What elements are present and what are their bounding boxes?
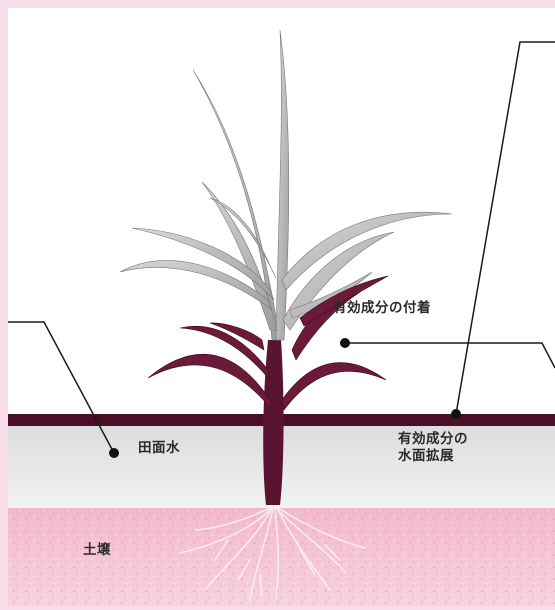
label-active-spread-line1: 有効成分の: [398, 431, 468, 447]
label-active-spread-line2: 水面拡展: [398, 447, 454, 464]
soil-texture: [8, 508, 555, 606]
rice-stem: [263, 340, 284, 505]
rice-leaves-treated: [147, 275, 389, 411]
label-paddy-water: 田面水: [138, 440, 180, 456]
label-soil: 土壌: [83, 542, 111, 558]
label-active-spread: 有効成分の 水面拡展: [398, 431, 468, 465]
callout-dots: [109, 338, 461, 458]
rice-leaves-upper: [119, 29, 453, 341]
rice-roots: [179, 507, 366, 601]
dot-paddy-water: [109, 448, 119, 458]
callout-paddy-water: [8, 321, 115, 454]
dot-attachment: [340, 338, 350, 348]
callout-lines: [8, 41, 555, 454]
dot-spread: [451, 409, 461, 419]
label-active-attachment: 有効成分の付着: [333, 300, 431, 316]
callout-spread: [455, 41, 555, 415]
callout-attachment: [345, 342, 555, 369]
